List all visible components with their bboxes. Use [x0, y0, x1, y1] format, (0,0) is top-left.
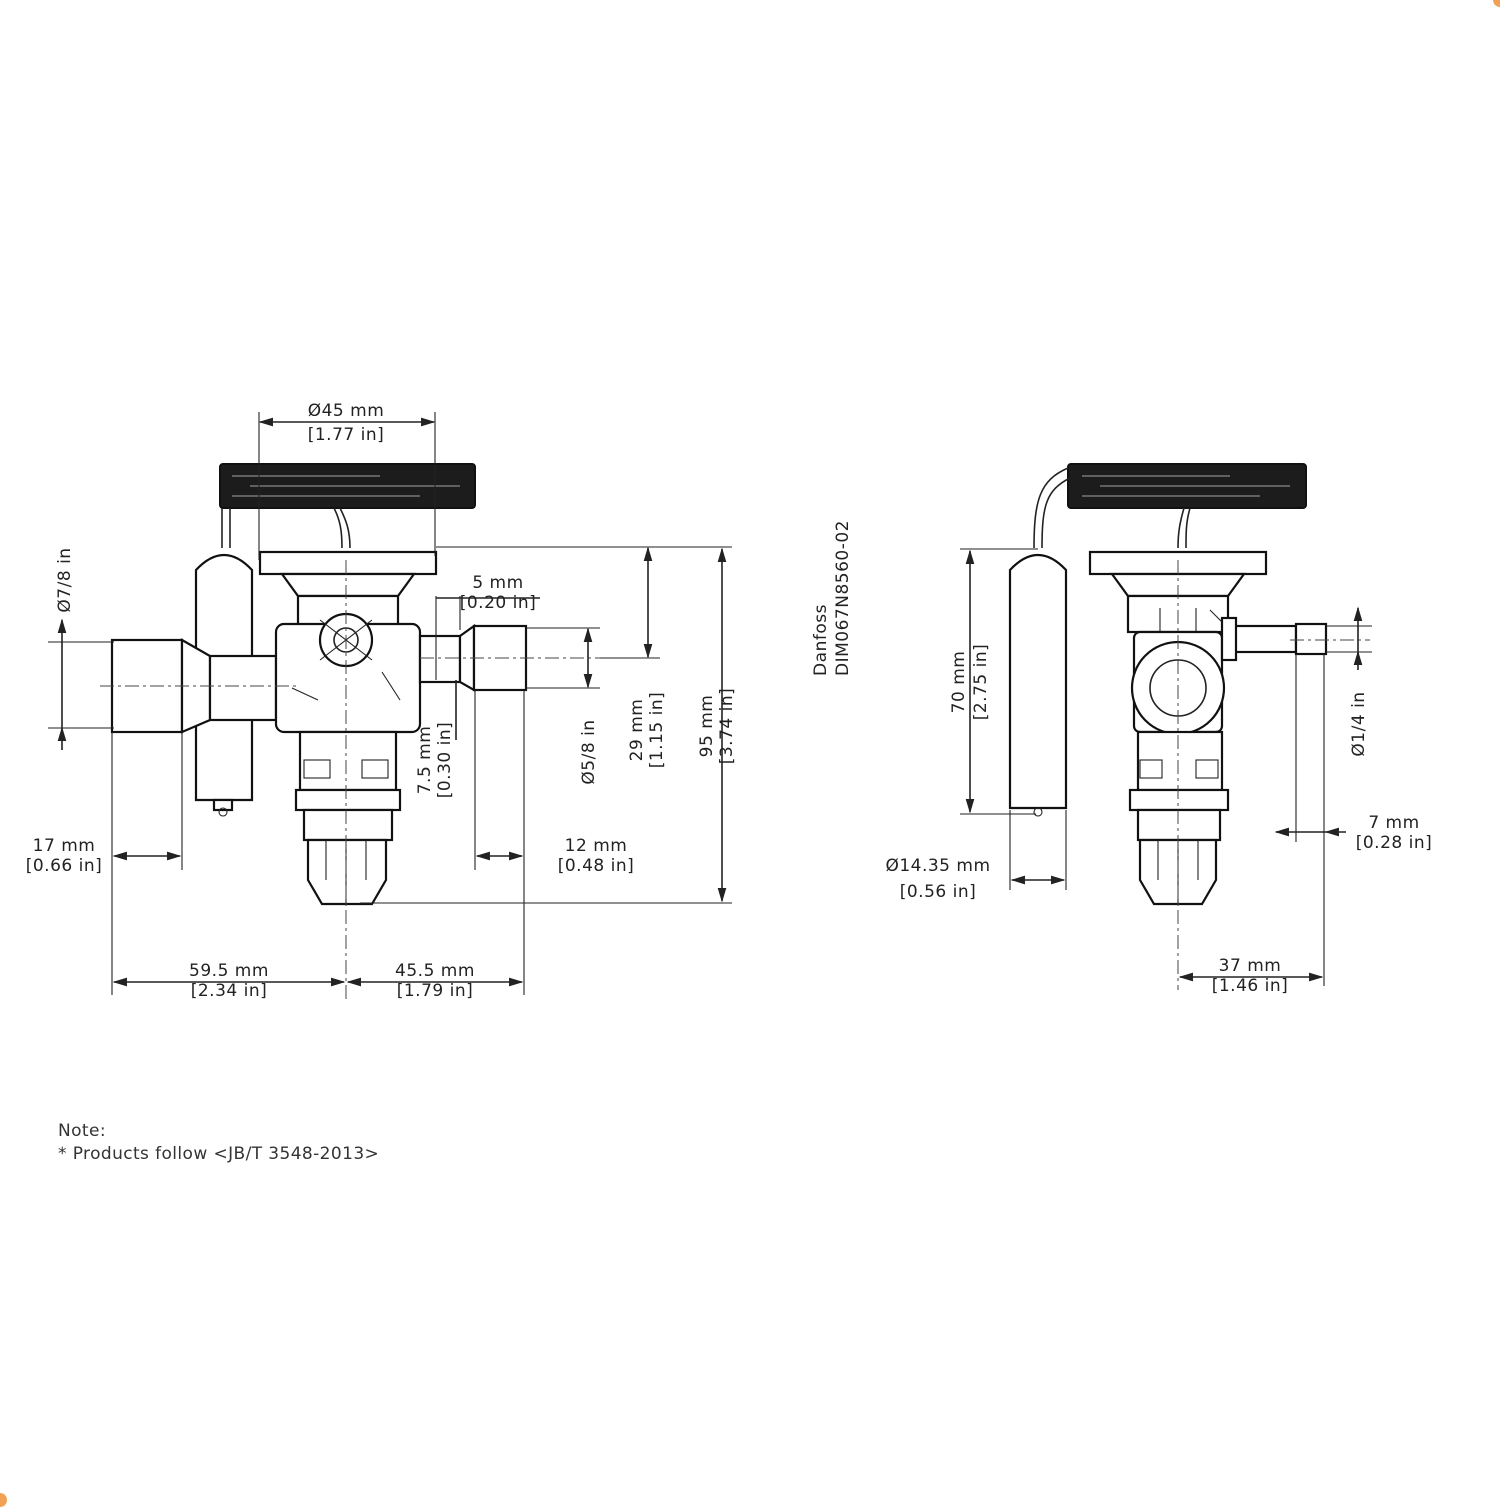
dim-diaphragm-diameter: Ø45 mm [1.77 in] [258, 401, 436, 560]
dim-7-mm: 7 mm [1368, 813, 1419, 833]
dim-12: 12 mm [0.48 in] [474, 690, 635, 995]
dim-17-in: [0.66 in] [26, 856, 103, 876]
dim-5-in: [0.20 in] [460, 593, 537, 613]
side-capillary [1033, 467, 1191, 549]
dim-inlet-diameter: Ø7/8 in [48, 547, 114, 750]
dim-bulb-in: [0.56 in] [900, 882, 977, 902]
dim-29-in: [1.15 in] [647, 692, 667, 769]
dim-7-5-mm: 7.5 mm [415, 726, 435, 795]
drawing-reference: Danfoss DIM067N8560-02 [811, 520, 853, 676]
dim-diaphragm-mm: Ø45 mm [308, 401, 385, 421]
dim-70: 70 mm [2.75 in] [949, 548, 1038, 815]
front-bulb [219, 463, 476, 509]
side-bulb [1067, 463, 1307, 509]
side-valve-body [1128, 616, 1328, 906]
dim-7-in: [0.28 in] [1356, 833, 1433, 853]
dim-equalizer-diameter: Ø1/4 in [1326, 608, 1372, 757]
dim-7-5: 7.5 mm [0.30 in] [415, 680, 457, 799]
dim-outlet-in: Ø5/8 in [579, 719, 599, 784]
dim-45-5-in: [1.79 in] [397, 981, 474, 1001]
dim-70-in: [2.75 in] [971, 644, 991, 721]
front-capillary [221, 507, 351, 549]
dim-59-5-in: [2.34 in] [191, 981, 268, 1001]
dim-37-in: [1.46 in] [1212, 976, 1289, 996]
dim-45-5-mm: 45.5 mm [395, 961, 475, 981]
dim-bulb-mm: Ø14.35 mm [885, 856, 990, 876]
dim-59-5-mm: 59.5 mm [189, 961, 269, 981]
drawing-number: DIM067N8560-02 [833, 520, 853, 676]
front-valve-body [274, 612, 422, 906]
dim-5-mm: 5 mm [472, 573, 523, 593]
dim-59-5: 59.5 mm [2.34 in] [112, 961, 346, 1001]
side-cylinder [1008, 554, 1068, 817]
dim-diaphragm-in: [1.77 in] [308, 425, 385, 445]
dim-29-mm: 29 mm [627, 699, 647, 762]
note-line: * Products follow <JB/T 3548-2013> [58, 1144, 380, 1164]
dim-7-5-in: [0.30 in] [435, 722, 455, 799]
note-title: Note: [58, 1121, 106, 1141]
dim-17-mm: 17 mm [33, 836, 96, 856]
dim-70-mm: 70 mm [949, 651, 969, 714]
dim-outlet-diameter: Ø5/8 in [526, 627, 600, 785]
dim-29: 29 mm [1.15 in] [436, 546, 732, 769]
front-view: Ø45 mm [1.77 in] Ø7/8 in 5 mm [0.20 in] … [26, 401, 737, 1001]
dim-bulb-diameter: Ø14.35 mm [0.56 in] [885, 810, 1067, 902]
dim-7: 7 mm [0.28 in] [1276, 654, 1432, 986]
dim-12-in: [0.48 in] [558, 856, 635, 876]
drawing-company: Danfoss [811, 604, 831, 676]
dim-5: 5 mm [0.20 in] [435, 573, 540, 680]
note-block: Note: * Products follow <JB/T 3548-2013> [58, 1120, 379, 1166]
dim-45-5: 45.5 mm [1.79 in] [346, 961, 524, 1001]
dim-95: 95 mm [3.74 in] [360, 547, 737, 904]
side-view: 70 mm [2.75 in] Ø14.35 mm [0.56 in] Ø1/4… [885, 463, 1432, 996]
dim-95-mm: 95 mm [697, 695, 717, 758]
corner-accent-tr [1493, 0, 1500, 7]
dim-17: 17 mm [0.66 in] [26, 732, 183, 995]
dim-37: 37 mm [1.46 in] [1178, 956, 1324, 996]
dim-37-mm: 37 mm [1219, 956, 1282, 976]
dim-inlet-in: Ø7/8 in [55, 547, 75, 612]
dim-equalizer-in: Ø1/4 in [1349, 691, 1369, 756]
dim-12-mm: 12 mm [565, 836, 628, 856]
dim-95-in: [3.74 in] [717, 688, 737, 765]
